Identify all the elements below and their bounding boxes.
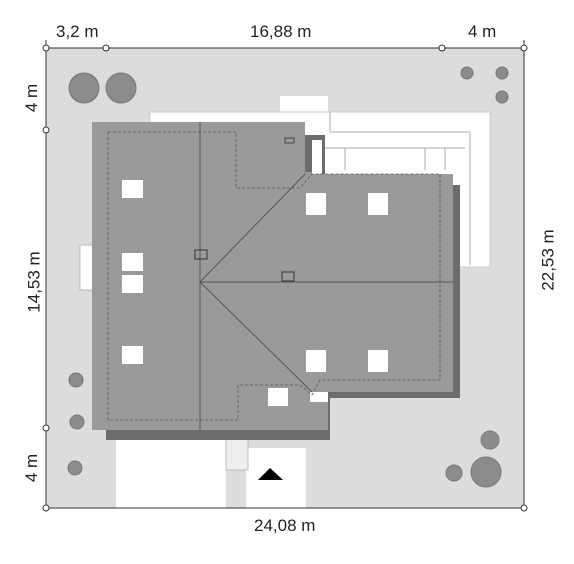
tree-icon [495, 90, 509, 104]
dim-top-right: 4 m [468, 22, 497, 41]
survey-point-icon [42, 504, 50, 512]
dim-left-top: 4 m [22, 83, 42, 113]
dim-left-bottom: 4 m [22, 453, 42, 483]
tree-icon [68, 372, 84, 388]
tree-icon [445, 464, 463, 482]
dim-bottom: 24,08 m [254, 516, 316, 535]
tree-icon [480, 430, 500, 450]
survey-point-icon [102, 44, 110, 52]
skylight [122, 180, 143, 198]
tree-icon [69, 414, 85, 430]
driveway [116, 438, 226, 508]
tree-icon [460, 66, 474, 80]
tree-icon [68, 72, 100, 104]
skylight [306, 350, 326, 372]
tree-icon [67, 460, 83, 476]
dim-right: 22,53 m [538, 229, 558, 291]
dim-top-left: 3,2 m [56, 22, 99, 41]
dim-left-middle: 14,53 m [24, 251, 44, 313]
skylight [122, 253, 143, 271]
skylight [122, 346, 143, 364]
survey-point-icon [42, 126, 50, 134]
skylight [368, 350, 388, 372]
survey-point-icon [42, 424, 50, 432]
bay-window [79, 244, 95, 291]
skylights [122, 180, 388, 406]
survey-point-icon [520, 44, 528, 52]
entrance-arrow-icon [258, 468, 283, 480]
survey-point-icon [520, 504, 528, 512]
dim-top-middle: 16,88 m [250, 22, 312, 41]
roof [92, 122, 453, 430]
dimension-lines [42, 40, 528, 512]
tree-icon [495, 66, 509, 80]
skylight [268, 388, 288, 406]
survey-point-icon [438, 44, 446, 52]
survey-point-icon [42, 44, 50, 52]
tree-icon [105, 72, 137, 104]
trees [67, 66, 509, 488]
skylight [122, 275, 143, 293]
skylight [368, 193, 388, 215]
tree-icon [470, 456, 502, 488]
skylight [306, 193, 326, 215]
